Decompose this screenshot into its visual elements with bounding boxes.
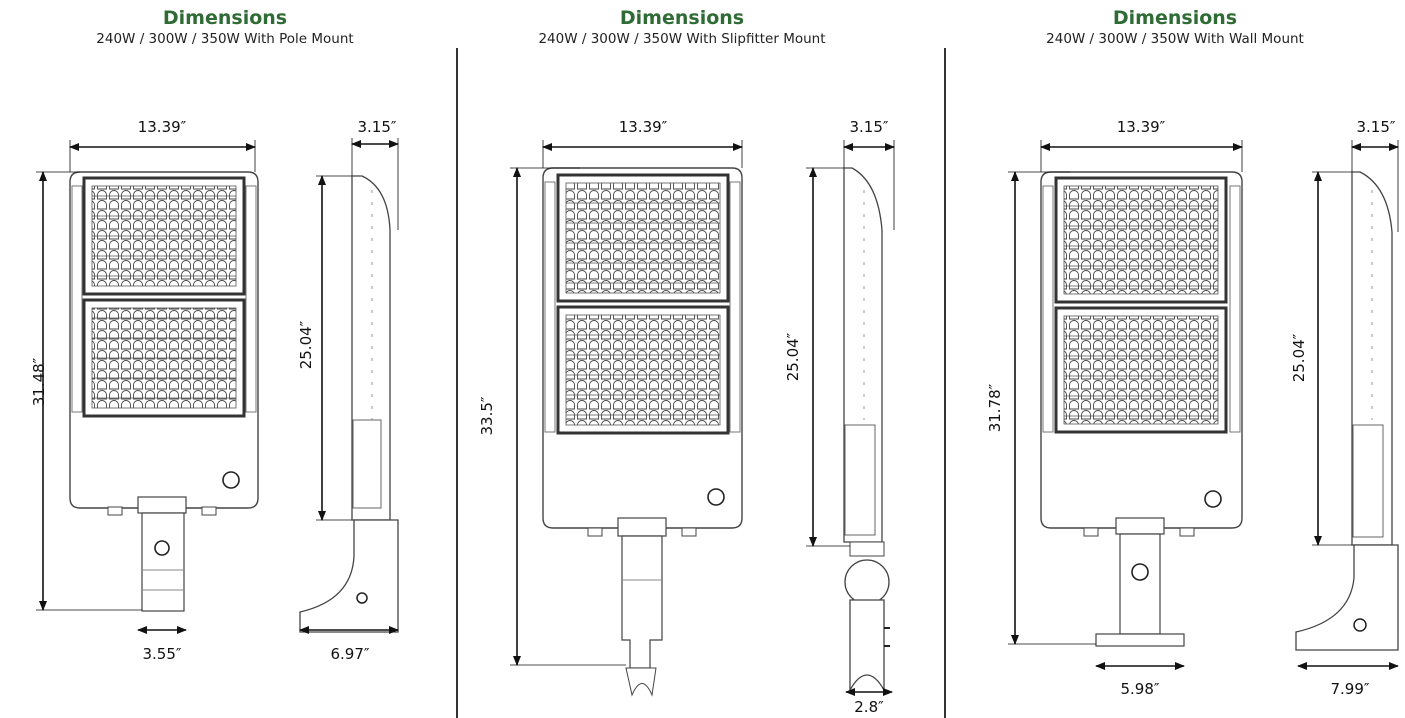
panel-subtitle: 240W / 300W / 350W With Pole Mount bbox=[96, 31, 354, 47]
panel-divider bbox=[456, 48, 458, 718]
panel-heading: Dimensions 240W / 300W / 350W With Pole … bbox=[0, 6, 450, 48]
dim-front-width: 13.39″ bbox=[138, 118, 187, 136]
side-view-wall bbox=[1295, 171, 1399, 651]
dim-side-depth: 3.15″ bbox=[357, 118, 396, 136]
side-view-pole bbox=[299, 175, 399, 633]
dim-side-base: 7.99″ bbox=[1330, 680, 1369, 698]
dim-front-width: 13.39″ bbox=[619, 118, 668, 136]
dim-mount-width: 5.98″ bbox=[1120, 680, 1159, 698]
dim-front-height: 31.48″ bbox=[30, 357, 48, 406]
dim-front-width: 13.39″ bbox=[1117, 118, 1166, 136]
panel-subtitle: 240W / 300W / 350W With Wall Mount bbox=[1046, 31, 1304, 47]
dimension-lines-slipfitter bbox=[510, 140, 895, 696]
dim-side-height: 25.04″ bbox=[1290, 333, 1308, 382]
dim-side-height: 25.04″ bbox=[297, 320, 315, 369]
panel-title: Dimensions bbox=[1112, 7, 1238, 29]
dim-front-height: 31.78″ bbox=[986, 383, 1004, 432]
dim-mount-width: 3.55″ bbox=[142, 645, 181, 663]
panel-slipfitter-mount: Dimensions 240W / 300W / 350W With Slipf… bbox=[457, 0, 907, 718]
panel-pole-mount: Dimensions 240W / 300W / 350W With Pole … bbox=[0, 0, 450, 718]
dim-side-depth: 3.15″ bbox=[849, 118, 888, 136]
front-view-slipfitter bbox=[542, 167, 743, 697]
dim-side-base: 2.8″ bbox=[854, 698, 884, 716]
dimension-lines-pole bbox=[36, 138, 399, 634]
dim-side-height: 25.04″ bbox=[784, 332, 802, 381]
panel-title: Dimensions bbox=[619, 7, 745, 29]
panel-heading: Dimensions 240W / 300W / 350W With Slipf… bbox=[457, 6, 907, 48]
side-view-slipfitter bbox=[843, 167, 890, 693]
dim-side-base: 6.97″ bbox=[330, 645, 369, 663]
panel-wall-mount: Dimensions 240W / 300W / 350W With Wall … bbox=[945, 0, 1405, 718]
panel-subtitle: 240W / 300W / 350W With Slipfitter Mount bbox=[538, 31, 826, 47]
dim-side-depth: 3.15″ bbox=[1356, 118, 1395, 136]
front-view-wall bbox=[1040, 171, 1243, 647]
panel-divider bbox=[944, 48, 946, 718]
dimension-lines-wall bbox=[1008, 140, 1399, 670]
panel-title: Dimensions bbox=[162, 7, 288, 29]
dim-front-height: 33.5″ bbox=[478, 396, 496, 435]
front-view-pole bbox=[69, 171, 259, 612]
panel-heading: Dimensions 240W / 300W / 350W With Wall … bbox=[945, 6, 1405, 48]
